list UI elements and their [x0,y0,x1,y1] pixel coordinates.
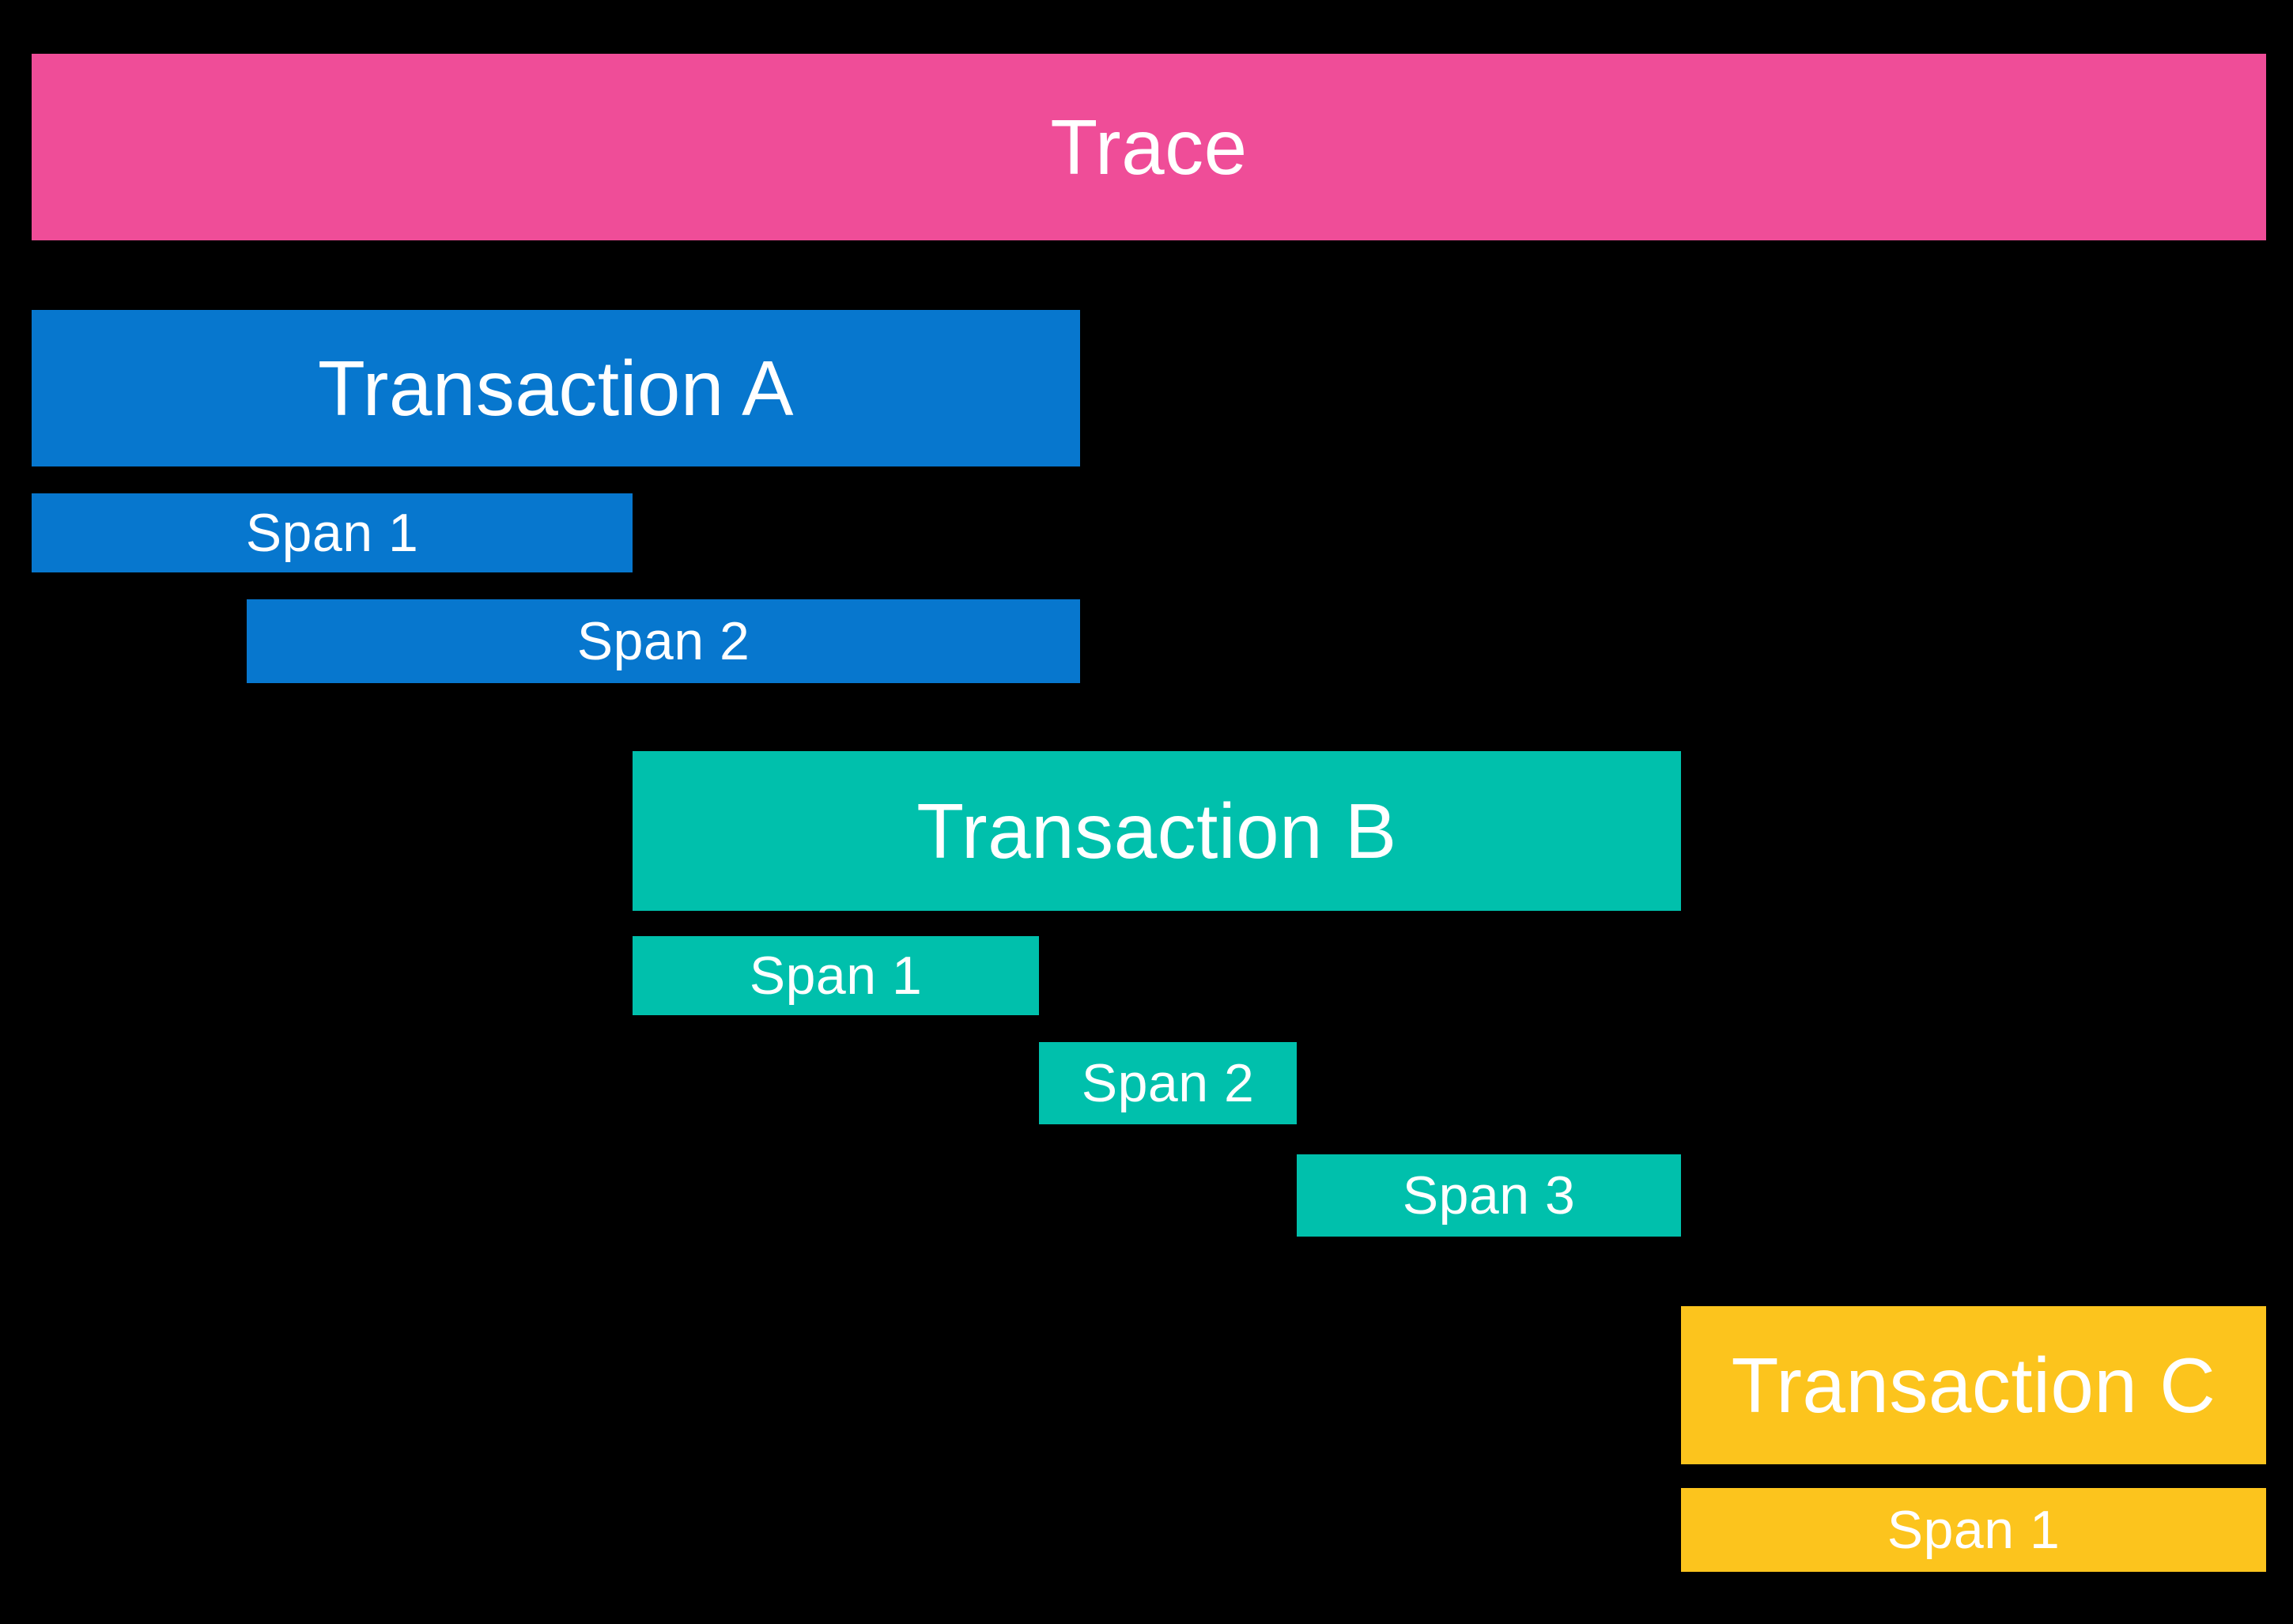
trace-bar: Trace [32,54,2266,240]
transaction-b-span-1-bar: Span 1 [633,936,1039,1015]
transaction-b-span-1-label: Span 1 [749,946,923,1006]
trace-label: Trace [1050,103,1248,191]
transaction-a-span-2-bar: Span 2 [247,599,1080,683]
transaction-b-bar: Transaction B [633,751,1681,911]
transaction-a-bar: Transaction A [32,310,1080,466]
transaction-a-span-1-label: Span 1 [245,503,419,563]
transaction-c-bar: Transaction C [1681,1306,2266,1464]
transaction-b-span-3-bar: Span 3 [1297,1154,1681,1237]
transaction-a-span-1-bar: Span 1 [32,493,633,572]
transaction-c-span-1-bar: Span 1 [1681,1488,2266,1572]
transaction-b-span-2-bar: Span 2 [1039,1042,1297,1124]
transaction-c-span-1-label: Span 1 [1887,1500,2061,1560]
transaction-b-span-2-label: Span 2 [1081,1053,1255,1113]
transaction-a-label: Transaction A [317,344,795,432]
transaction-b-label: Transaction B [916,787,1397,874]
transaction-b-span-3-label: Span 3 [1402,1165,1576,1226]
transaction-a-span-2-label: Span 2 [576,611,750,671]
transaction-c-label: Transaction C [1731,1341,2216,1429]
